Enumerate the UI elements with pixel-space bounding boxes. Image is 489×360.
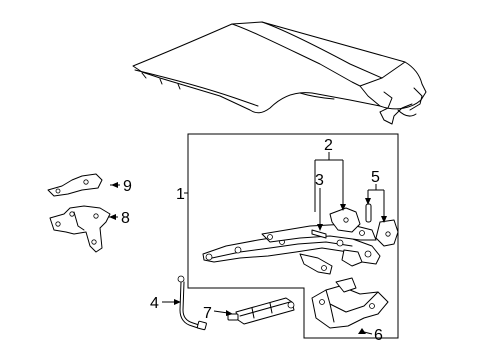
- hinge-linkage-arm: [202, 223, 381, 275]
- callout-4: 4: [150, 295, 159, 312]
- callout-6: 6: [374, 327, 383, 344]
- assembly-frame: [187, 133, 399, 339]
- arrow-2a: [340, 204, 346, 211]
- leader-7: [213, 310, 229, 314]
- arrow-4: [174, 299, 181, 305]
- arrow-7: [226, 310, 233, 316]
- callout-1: 1: [176, 186, 185, 203]
- arrow-9: [111, 182, 118, 188]
- mounting-bracket-assembly: [311, 277, 389, 329]
- arrow-8: [109, 214, 116, 220]
- release-cable: [177, 275, 207, 331]
- hydraulic-cylinder: [227, 297, 295, 325]
- arrow-6: [358, 328, 366, 334]
- callout-9: 9: [123, 178, 132, 195]
- spring-pin: [365, 203, 372, 223]
- roof-panel: [132, 21, 427, 125]
- cover-bracket: [47, 173, 103, 197]
- callout-5: 5: [371, 169, 380, 186]
- hinge-pin: [311, 229, 327, 239]
- leader-2: [314, 152, 344, 212]
- callout-3: 3: [315, 172, 324, 189]
- latch-bracket: [375, 219, 399, 247]
- callout-7: 7: [203, 305, 212, 322]
- support-bracket: [49, 205, 111, 253]
- callout-2: 2: [324, 137, 333, 154]
- callout-8: 8: [121, 210, 130, 227]
- arrow-3: [317, 224, 323, 231]
- leader-6: [363, 331, 373, 335]
- arrow-5b: [381, 216, 387, 223]
- hinge-bracket: [329, 207, 361, 233]
- leader-5: [367, 184, 385, 218]
- arrow-5a: [365, 198, 371, 205]
